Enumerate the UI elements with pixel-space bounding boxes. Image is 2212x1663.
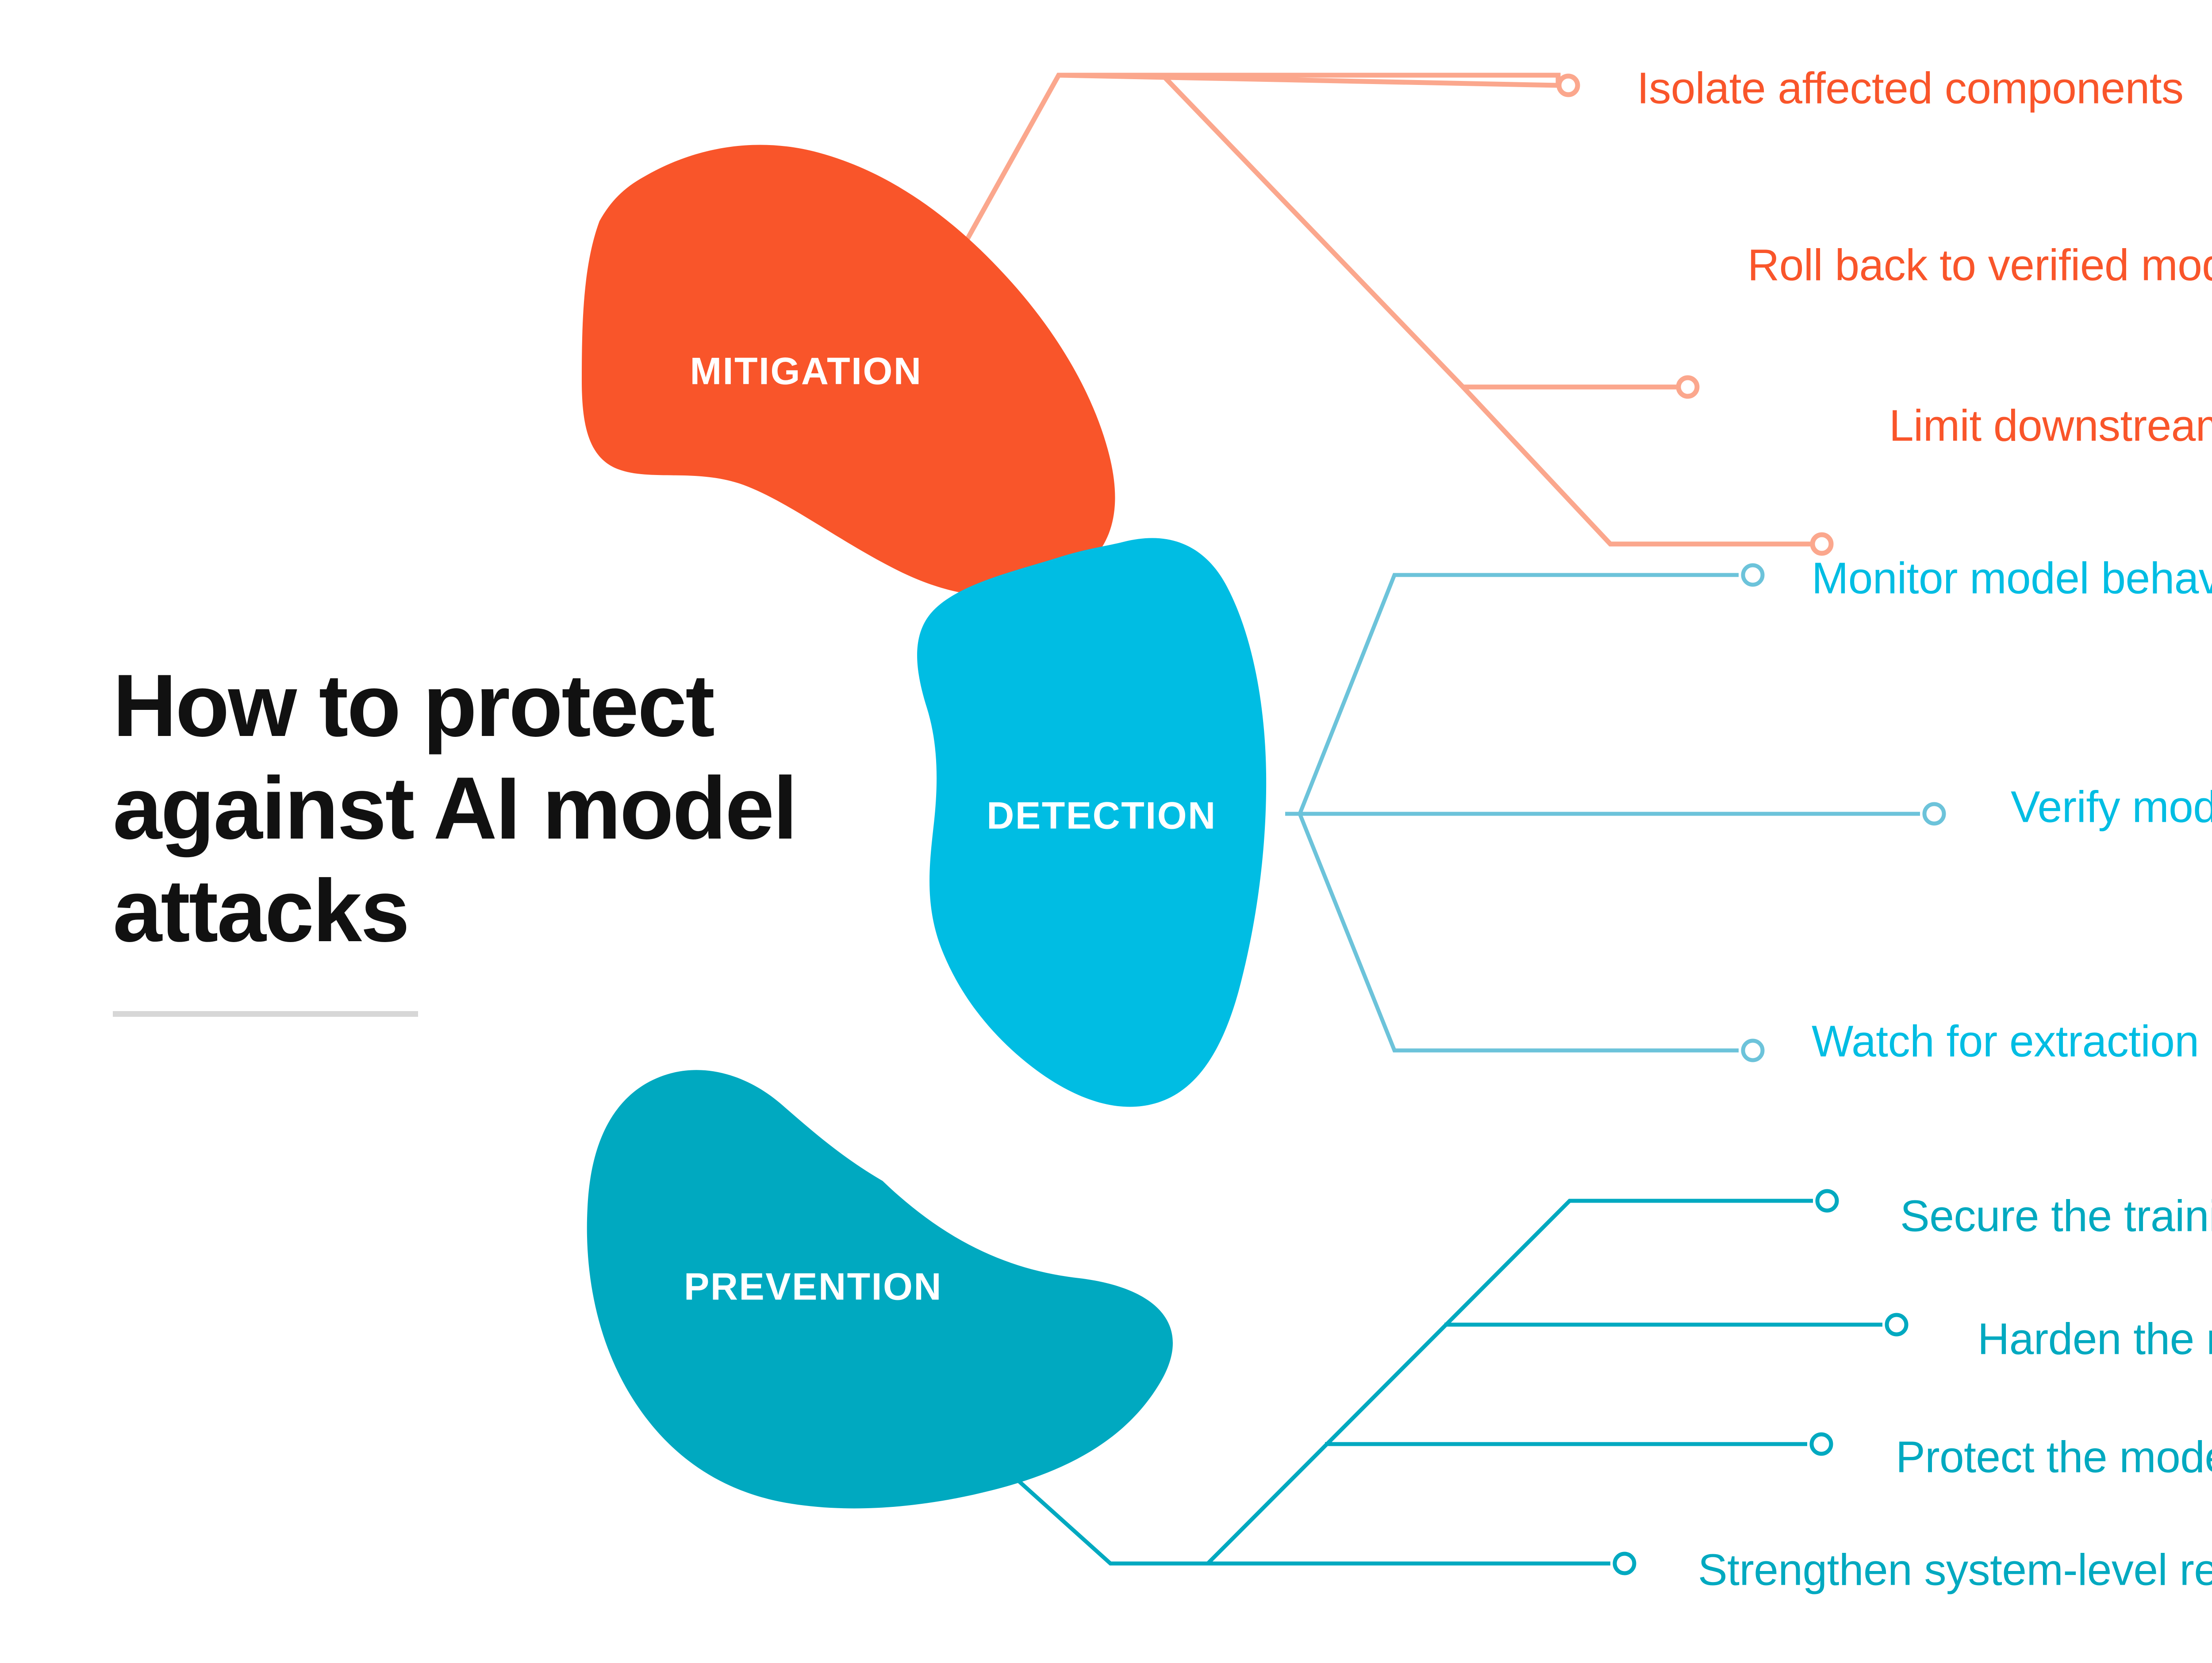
prevention-connector-1 xyxy=(1206,1199,1813,1565)
leaf-label-prevention-2[interactable]: Harden the model itself xyxy=(1978,1314,2212,1364)
prevention-node-2[interactable] xyxy=(1885,1313,1909,1337)
pillar-label-prevention[interactable]: PREVENTION xyxy=(684,1265,943,1308)
mitigation-connectors xyxy=(936,73,1834,556)
detection-connector-1 xyxy=(1298,573,1739,815)
detection-connector-3 xyxy=(1298,813,1739,1053)
detection-blob xyxy=(917,538,1267,1107)
leaf-label-prevention-1[interactable]: Secure the training pipeline xyxy=(1900,1191,2212,1241)
prevention-node-3[interactable] xyxy=(1809,1432,1833,1456)
leaf-label-mitigation-3[interactable]: Limit downstream exposure xyxy=(1889,401,2212,451)
leaf-label-detection-2[interactable]: Verify model integrity xyxy=(2011,782,2212,832)
mitigation-node-2[interactable] xyxy=(1676,375,1700,399)
leaf-label-mitigation-2[interactable]: Roll back to verified models xyxy=(1747,240,2212,290)
prevention-node-1[interactable] xyxy=(1815,1189,1839,1213)
leaf-label-mitigation-1[interactable]: Isolate affected components xyxy=(1637,63,2184,113)
detection-node-1[interactable] xyxy=(1741,563,1765,587)
mitigation-connector-2 xyxy=(1161,73,1678,390)
page-title: How to protect against AI model attacks xyxy=(113,656,798,960)
mitigation-node-3[interactable] xyxy=(1810,532,1834,556)
prevention-node-4[interactable] xyxy=(1613,1552,1636,1575)
prevention-connectors xyxy=(942,1189,1909,1575)
leaf-label-detection-1[interactable]: Monitor model behavior continuously xyxy=(1812,553,2212,603)
prevention-blob xyxy=(587,1070,1173,1509)
mitigation-node-1[interactable] xyxy=(1556,73,1580,97)
mitigation-blob xyxy=(582,145,1115,597)
leaf-label-detection-3[interactable]: Watch for extraction or probing patterns xyxy=(1812,1016,2212,1066)
mitigation-stem-1 xyxy=(1058,73,1559,88)
detection-node-2[interactable] xyxy=(1922,802,1946,826)
mitigation-connector-3 xyxy=(1461,385,1812,547)
title-block: How to protect against AI model attacks xyxy=(113,655,887,1017)
title-divider xyxy=(113,1011,418,1017)
pillar-label-detection[interactable]: DETECTION xyxy=(987,794,1217,837)
leaf-label-prevention-3[interactable]: Protect the model at runtime xyxy=(1896,1432,2212,1482)
detection-connectors xyxy=(1285,563,1946,1062)
leaf-label-prevention-4[interactable]: Strengthen system-level resilience xyxy=(1698,1545,2212,1595)
detection-node-3[interactable] xyxy=(1741,1038,1765,1062)
pillar-label-mitigation[interactable]: MITIGATION xyxy=(690,350,922,393)
mitigation-connector-1 xyxy=(936,73,1561,293)
